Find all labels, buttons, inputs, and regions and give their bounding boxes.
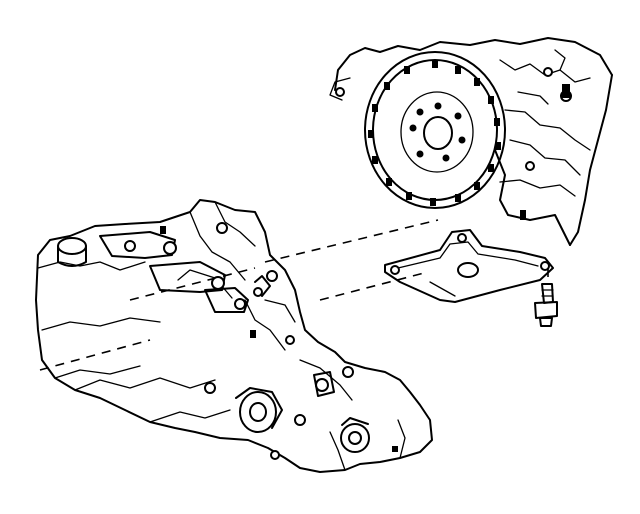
transaxle (35, 199, 433, 473)
mounting-bracket (384, 229, 554, 303)
alignment-lines (39, 219, 549, 371)
mounting-bolt (534, 283, 558, 327)
flywheel (364, 51, 506, 209)
engine-block (329, 37, 613, 246)
